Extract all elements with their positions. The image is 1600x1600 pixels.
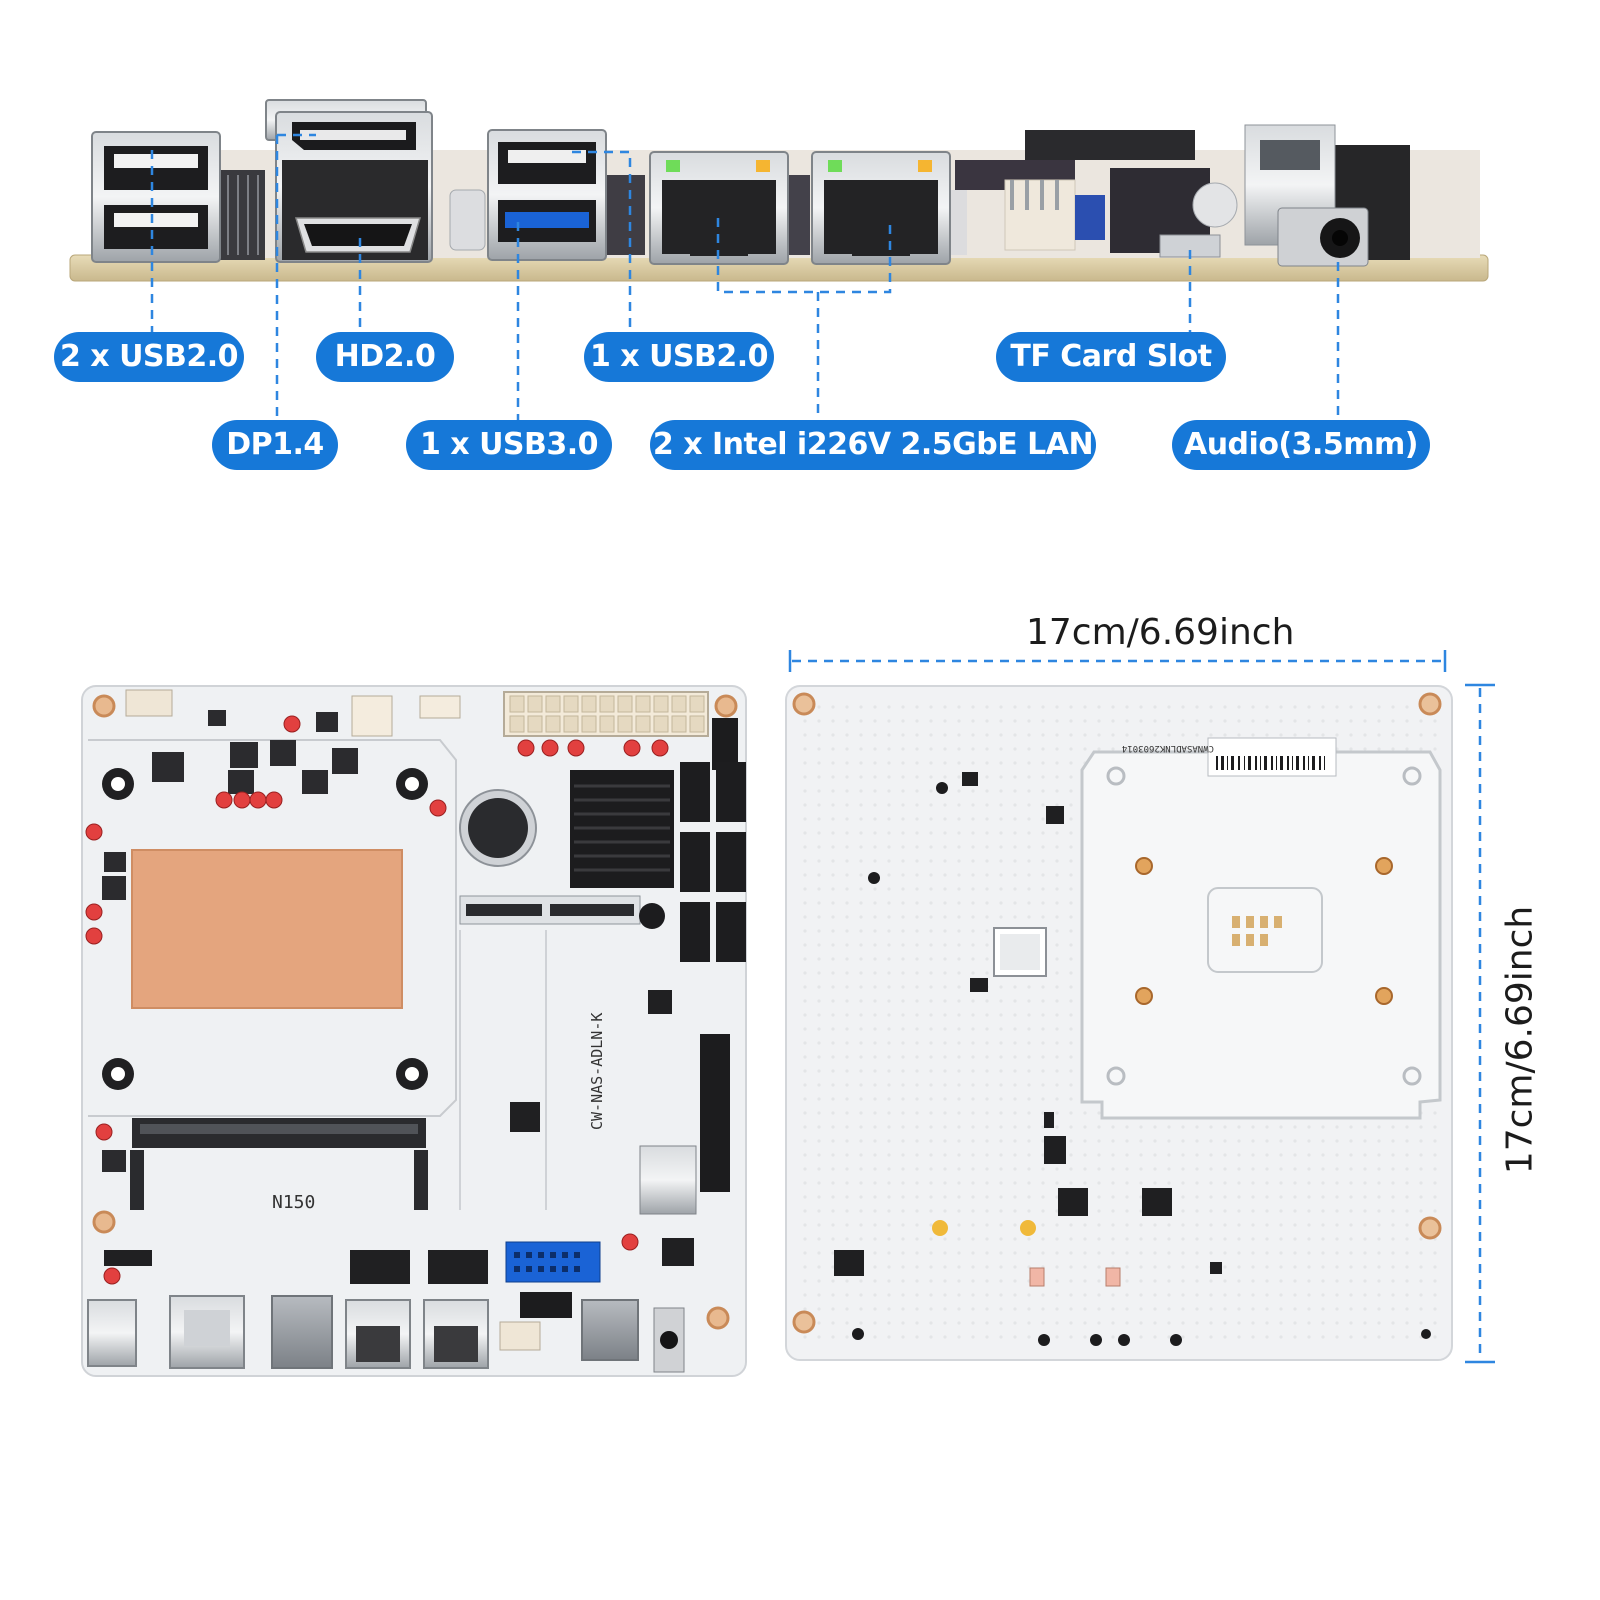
front-edge-ports xyxy=(87,1295,685,1373)
label-usb2-dual: 2 x USB2.0 xyxy=(54,332,244,382)
label-tf-card: TF Card Slot xyxy=(996,332,1226,382)
lan-port-2 xyxy=(811,151,951,265)
cpu-marking: N150 xyxy=(272,1192,315,1213)
width-dimension-label: 17cm/6.69inch xyxy=(1026,612,1295,653)
board-bottom-view: CWNASADLNK2603014 xyxy=(785,685,1453,1361)
usb2-dual-port xyxy=(91,131,221,263)
cpu-thermal-pad xyxy=(131,849,403,1009)
board-top-view: N150 CW-NAS-ADLN-K xyxy=(81,685,747,1377)
label-usb2-single: 1 x USB2.0 xyxy=(584,332,774,382)
sata-ports xyxy=(680,762,746,962)
label-lan: 2 x Intel i226V 2.5GbE LAN xyxy=(650,420,1096,470)
height-dimension-label: 17cm/6.69inch xyxy=(1499,905,1541,1175)
label-usb3: 1 x USB3.0 xyxy=(406,420,612,470)
pcie-slot xyxy=(700,1034,730,1192)
lan-port-1 xyxy=(649,151,789,265)
leader-lines xyxy=(150,133,1340,422)
dimension-lines xyxy=(788,650,1495,1364)
dp-hdmi-port xyxy=(265,99,433,263)
model-marking: CW-NAS-ADLN-K xyxy=(588,1013,606,1130)
usb-stack-port xyxy=(487,129,607,261)
rear-io-view xyxy=(69,99,1489,422)
label-dp: DP1.4 xyxy=(212,420,338,470)
serial-marking: CWNASADLNK2603014 xyxy=(1122,743,1214,753)
usb3-header xyxy=(505,1241,601,1283)
label-hd: HD2.0 xyxy=(316,332,454,382)
label-audio: Audio(3.5mm) xyxy=(1172,420,1430,470)
